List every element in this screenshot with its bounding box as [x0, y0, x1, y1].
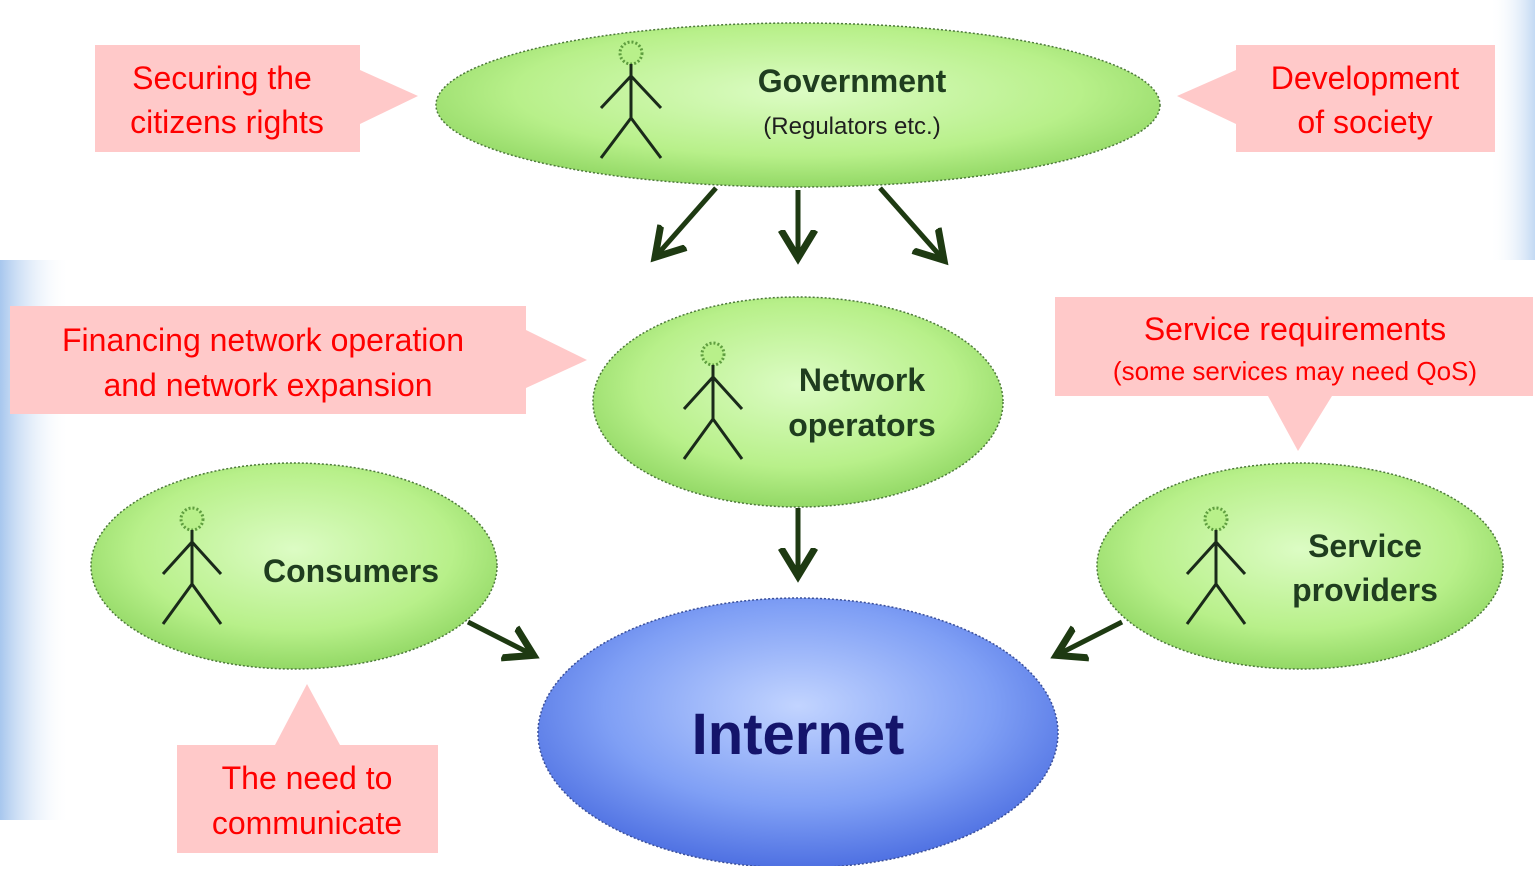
government-node: Government (Regulators etc.)	[435, 22, 1161, 188]
callout-service-requirements: Service requirements (some services may …	[1055, 297, 1533, 451]
callout-citizens-rights: Securing the citizens rights	[95, 45, 418, 152]
internet-title: Internet	[692, 702, 905, 767]
network-operators-node: Network operators	[592, 296, 1004, 508]
arrow-icon	[657, 186, 718, 255]
callout-need-to-communicate-line2: communicate	[212, 805, 402, 841]
consumers-title: Consumers	[263, 553, 439, 589]
callout-development-line2: of society	[1297, 104, 1432, 140]
service-providers-title-line2: providers	[1292, 572, 1438, 608]
stick-figure-icon	[682, 341, 744, 460]
callout-financing: Financing network operation and network …	[10, 306, 587, 414]
background-glow-right	[1490, 0, 1535, 260]
callout-development: Development of society	[1177, 45, 1495, 152]
callout-development-line1: Development	[1271, 60, 1460, 96]
callout-need-to-communicate: The need to communicate	[177, 684, 438, 853]
government-subtitle: (Regulators etc.)	[763, 113, 940, 140]
stick-figure-icon	[599, 40, 663, 159]
callout-financing-line1: Financing network operation	[62, 322, 464, 358]
service-providers-title-line1: Service	[1308, 528, 1422, 564]
arrow-icon	[466, 619, 531, 654]
arrow-icon	[878, 186, 942, 258]
government-title: Government	[758, 63, 947, 99]
internet-node: Internet	[537, 597, 1059, 869]
callout-service-requirements-line1: Service requirements	[1144, 311, 1446, 347]
callout-citizens-rights-line1: Securing the	[132, 60, 312, 96]
callout-service-requirements-line2: (some services may need QoS)	[1113, 356, 1477, 386]
network-operators-title-line2: operators	[788, 407, 936, 443]
consumers-node: Consumers	[90, 462, 498, 670]
callout-need-to-communicate-line1: The need to	[222, 760, 393, 796]
network-operators-title-line1: Network	[799, 362, 925, 398]
callout-financing-line2: and network expansion	[103, 367, 432, 403]
stick-figure-icon	[1185, 506, 1247, 625]
arrow-icon	[1059, 619, 1124, 654]
callout-citizens-rights-line2: citizens rights	[130, 104, 324, 140]
service-providers-node: Service providers	[1096, 462, 1504, 670]
stick-figure-icon	[161, 506, 223, 625]
